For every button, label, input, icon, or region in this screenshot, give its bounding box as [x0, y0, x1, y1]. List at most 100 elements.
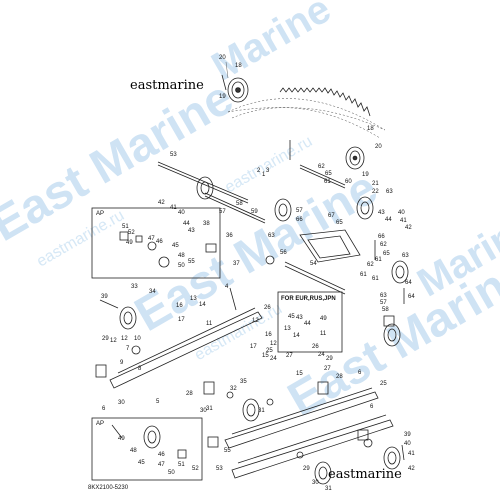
callout: 53 [216, 466, 223, 472]
wheel-bottom-right [383, 446, 401, 470]
callout: 42 [408, 466, 415, 472]
callout: 16 [176, 303, 183, 309]
callout: 52 [128, 230, 135, 236]
callout: 15 [262, 353, 269, 359]
callout: 20 [375, 144, 382, 150]
watermark-brand-4: Marine [204, 0, 338, 89]
callout: 61 [324, 179, 331, 185]
callout: 49 [320, 316, 327, 322]
callout: 31 [206, 406, 213, 412]
callout: 41 [408, 451, 415, 457]
callout: 39 [101, 294, 108, 300]
callout: 67 [328, 213, 335, 219]
callout: 41 [400, 218, 407, 224]
callout: 28 [336, 374, 343, 380]
callout: 34 [149, 289, 156, 295]
callout: 25 [266, 348, 273, 354]
callout: 12 [270, 341, 277, 347]
callout: 63 [380, 293, 387, 299]
callout: 19 [362, 172, 369, 178]
callout: 60 [345, 179, 352, 185]
callout: 36 [226, 233, 233, 239]
callout: 44 [304, 321, 311, 327]
callout: 61 [360, 272, 367, 278]
ap-label-upper: AP [96, 211, 104, 217]
callout: 10 [134, 336, 141, 342]
callout: 57 [219, 209, 226, 215]
callout: 43 [378, 210, 385, 216]
callout: 39 [404, 432, 411, 438]
wheel-center-31 [242, 398, 260, 422]
stamp-bottom: eastmarine [328, 467, 402, 482]
callout: 15 [296, 371, 303, 377]
variant-section: FOR EUR,RUS,JPN [277, 291, 343, 353]
callout: 57 [296, 208, 303, 214]
callout: 43 [296, 315, 303, 321]
callout: 30 [118, 400, 125, 406]
callout: 55 [188, 259, 195, 265]
callout: 12 [121, 336, 128, 342]
callout: 17 [250, 344, 257, 350]
callout: 25 [380, 381, 387, 387]
callout: 38 [203, 221, 210, 227]
callout: 26 [264, 305, 271, 311]
callout: 27 [324, 366, 331, 372]
callout: 63 [386, 189, 393, 195]
callout: 62 [367, 262, 374, 268]
callout: 19 [219, 94, 226, 100]
callout: 12 [110, 338, 117, 344]
wheel-bottom-center [314, 461, 332, 485]
callout: 55 [224, 448, 231, 454]
callout: 13 [284, 326, 291, 332]
callout: 2 [257, 168, 261, 174]
callout: 14 [293, 333, 300, 339]
callout: 62 [380, 242, 387, 248]
callout: 24 [318, 352, 325, 358]
callout: 51 [122, 224, 129, 230]
callout: 7 [126, 346, 130, 352]
callout: 35 [240, 379, 247, 385]
callout: 11 [320, 331, 327, 337]
callout: 41 [170, 205, 177, 211]
callout: 66 [296, 217, 303, 223]
callout: 47 [158, 462, 165, 468]
callout: 57 [380, 300, 387, 306]
wheel-bottom-left [143, 425, 161, 449]
callout: 6 [102, 406, 106, 412]
callout: 18 [235, 63, 242, 69]
callout: 1 [262, 172, 266, 178]
watermark-site-3: eastmarine.ru [222, 133, 315, 197]
callout: 44 [183, 221, 190, 227]
callout: 58 [382, 307, 389, 313]
callout: 46 [158, 452, 165, 458]
wheel-right-64 [391, 260, 409, 284]
callout: 52 [192, 466, 199, 472]
callout: 11 [206, 321, 213, 327]
ap-section-lower: AP [91, 417, 203, 481]
callout: 29 [303, 466, 310, 472]
wheel-center-38 [196, 176, 214, 200]
callout: 51 [178, 462, 185, 468]
callout: 24 [270, 356, 277, 362]
callout: 44 [385, 217, 392, 223]
callout: 45 [172, 243, 179, 249]
callout: 37 [233, 261, 240, 267]
callout: 64 [405, 280, 412, 286]
callout: 40 [398, 210, 405, 216]
wheel-left-mid [119, 306, 137, 330]
ap-section-upper: AP [91, 207, 221, 279]
callout: 59 [251, 209, 258, 215]
shaft-60 [299, 164, 346, 189]
callout: 50 [168, 470, 175, 476]
callout: 40 [404, 441, 411, 447]
callout: 66 [378, 234, 385, 240]
callout: 13 [190, 296, 197, 302]
callout: 61 [375, 257, 382, 263]
callout: 45 [138, 460, 145, 466]
callout: 63 [402, 253, 409, 259]
callouts: 20 18 19 18 20 53 1 2 3 62 65 61 60 19 2… [101, 55, 415, 492]
callout: 49 [126, 240, 133, 246]
callout: 8 [138, 366, 142, 372]
callout: 26 [312, 344, 319, 350]
